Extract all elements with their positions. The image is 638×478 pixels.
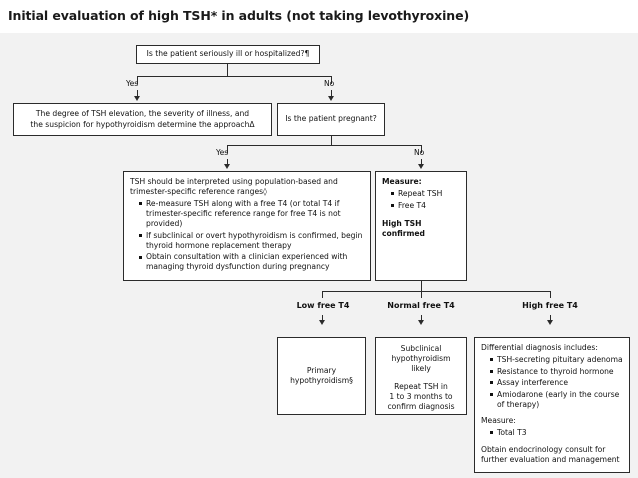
node-root-question: Is the patient seriously ill or hospital…	[136, 45, 320, 64]
measure-bullet-list: Repeat TSH Free T4	[382, 189, 460, 211]
arrow-down-low-free-t4	[318, 320, 325, 325]
differential-measure-heading: Measure:	[481, 415, 516, 425]
pregnant-question-text: Is the patient pregnant?	[285, 114, 377, 124]
connector-branch-high-drop	[550, 291, 551, 298]
node-pregnant-question: Is the patient pregnant?	[277, 103, 385, 136]
edge-label-pregnant-yes: Yes	[216, 148, 229, 157]
root-question-text: Is the patient seriously ill or hospital…	[146, 49, 310, 59]
connector-low-arrow-stem	[322, 315, 323, 321]
connector-root-yes-drop	[137, 76, 138, 84]
connector-branch-normal-drop	[421, 291, 422, 298]
node-subclinical-hypothyroidism: Subclinical hypothyroidism likely Repeat…	[375, 337, 467, 415]
list-item: If subclinical or overt hypothyroidism i…	[139, 231, 364, 251]
connector-pregnant-yes-drop	[227, 145, 228, 153]
list-item: Repeat TSH	[391, 189, 460, 199]
connector-yes-arrow-stem	[137, 90, 138, 97]
connector-pregnant-split	[227, 145, 422, 146]
branch-label-low-free-t4: Low free T4	[296, 301, 350, 310]
measure-heading: Measure:	[382, 177, 422, 186]
connector-three-way-split	[322, 291, 550, 292]
node-differential-diagnosis: Differential diagnosis includes: TSH-sec…	[474, 337, 630, 473]
list-item: Free T4	[391, 201, 460, 211]
subclinical-line-4: Repeat TSH in	[394, 382, 448, 392]
branch-label-high-free-t4: High free T4	[522, 301, 578, 310]
pregnancy-intro: TSH should be interpreted using populati…	[130, 177, 338, 197]
subclinical-line-6: confirm diagnosis	[387, 402, 455, 412]
connector-root-stem	[227, 64, 228, 76]
arrow-down-high-free-t4	[546, 320, 553, 325]
connector-measure-stem	[421, 281, 422, 291]
header-bar: Initial evaluation of high TSH* in adult…	[0, 0, 638, 34]
primary-hypo-line-2: hypothyroidism§	[290, 376, 353, 385]
edge-label-pregnant-no: No	[414, 148, 425, 157]
connector-branch-low-drop	[322, 291, 323, 298]
node-measure-repeat-tsh: Measure: Repeat TSH Free T4 High TSH con…	[375, 171, 467, 281]
connector-pregnant-stem	[331, 136, 332, 145]
connector-high-arrow-stem	[550, 315, 551, 321]
list-item: TSH-secreting pituitary adenoma	[490, 355, 623, 365]
branch-label-normal-free-t4: Normal free T4	[387, 301, 455, 310]
node-pregnancy-management: TSH should be interpreted using populati…	[123, 171, 371, 281]
connector-no-arrow-stem	[331, 90, 332, 97]
subclinical-line-3: likely	[411, 364, 431, 374]
page-title: Initial evaluation of high TSH* in adult…	[8, 8, 470, 23]
arrow-down-pregnant-yes	[223, 164, 230, 169]
node-seriously-ill-approach: The degree of TSH elevation, the severit…	[13, 103, 272, 136]
subclinical-line-1: Subclinical	[400, 344, 442, 353]
node-primary-hypothyroidism: Primary hypothyroidism§	[277, 337, 366, 415]
connector-root-no-drop	[331, 76, 332, 84]
connector-pregnant-yes-arrow-stem	[227, 159, 228, 165]
measure-footer: High TSH confirmed	[382, 218, 425, 238]
edge-label-ill-yes: Yes	[126, 79, 139, 88]
list-item: Assay interference	[490, 378, 623, 388]
arrow-down-no	[327, 96, 334, 101]
list-item: Re-measure TSH along with a free T4 (or …	[139, 199, 364, 229]
connector-root-split	[137, 76, 331, 77]
approach-line-1: The degree of TSH elevation, the severit…	[35, 109, 250, 119]
differential-bullet-list: TSH-secreting pituitary adenoma Resistan…	[481, 355, 623, 410]
flowchart-canvas: Is the patient seriously ill or hospital…	[0, 33, 638, 478]
arrow-down-normal-free-t4	[417, 320, 424, 325]
approach-line-2: the suspicion for hypothyroidism determi…	[30, 119, 255, 129]
connector-normal-arrow-stem	[421, 315, 422, 321]
subclinical-line-2: hypothyroidism	[391, 354, 451, 364]
list-item: Amiodarone (early in the course of thera…	[490, 390, 623, 410]
arrow-down-yes	[133, 96, 140, 101]
differential-measure-list: Total T3	[481, 428, 623, 438]
arrow-down-pregnant-no	[417, 164, 424, 169]
edge-label-ill-no: No	[324, 79, 335, 88]
differential-footer: Obtain endocrinology consult for further…	[481, 444, 620, 464]
connector-pregnant-no-drop	[421, 145, 422, 153]
pregnancy-bullet-list: Re-measure TSH along with a free T4 (or …	[130, 199, 364, 272]
connector-pregnant-no-arrow-stem	[421, 159, 422, 165]
list-item: Resistance to thyroid hormone	[490, 367, 623, 377]
primary-hypo-line-1: Primary	[306, 365, 337, 375]
differential-heading: Differential diagnosis includes:	[481, 343, 598, 352]
list-item: Obtain consultation with a clinician exp…	[139, 252, 364, 272]
subclinical-line-5: 1 to 3 months to	[389, 392, 453, 402]
list-item: Total T3	[490, 428, 623, 438]
